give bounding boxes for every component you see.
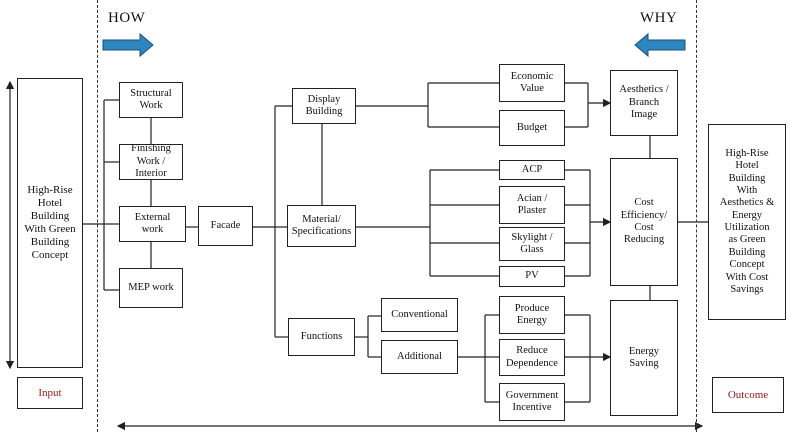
acp-box: ACP: [499, 160, 565, 180]
facade-box: Facade: [198, 206, 253, 246]
acian-plaster-box: Acian / Plaster: [499, 186, 565, 224]
reduce-dependence-box: Reduce Dependence: [499, 339, 565, 376]
left-dashed-divider: [97, 0, 98, 432]
how-label: HOW: [108, 10, 146, 26]
outcome-label: Outcome: [712, 377, 784, 413]
aesthetics-box: Aesthetics / Branch Image: [610, 70, 678, 136]
cost-efficiency-box: Cost Efficiency/ Cost Reducing: [610, 158, 678, 286]
material-specifications-box: Material/ Specifications: [287, 205, 356, 247]
energy-saving-box: Energy Saving: [610, 300, 678, 416]
produce-energy-box: Produce Energy: [499, 296, 565, 334]
additional-box: Additional: [381, 340, 458, 374]
government-incentive-box: Government Incentive: [499, 383, 565, 421]
finishing-work-box: Finishing Work / Interior: [119, 143, 183, 180]
mep-work-box: MEP work: [119, 268, 183, 308]
outcome-box: High-Rise Hotel Building With Aesthetics…: [708, 124, 786, 320]
external-work-box: External work: [119, 206, 186, 242]
structural-work-box: Structural Work: [119, 82, 183, 118]
why-arrow-icon: [634, 32, 686, 58]
right-dashed-divider: [696, 0, 697, 432]
pv-box: PV: [499, 266, 565, 287]
conventional-box: Conventional: [381, 298, 458, 332]
display-building-box: Display Building: [292, 88, 356, 124]
input-box: High-Rise Hotel Building With Green Buil…: [17, 78, 83, 368]
economic-value-box: Economic Value: [499, 64, 565, 102]
budget-box: Budget: [499, 110, 565, 146]
skylight-glass-box: Skylight / Glass: [499, 227, 565, 261]
functions-box: Functions: [288, 318, 355, 356]
input-label: Input: [17, 377, 83, 409]
how-arrow-icon: [102, 32, 154, 58]
why-label: WHY: [640, 10, 678, 26]
